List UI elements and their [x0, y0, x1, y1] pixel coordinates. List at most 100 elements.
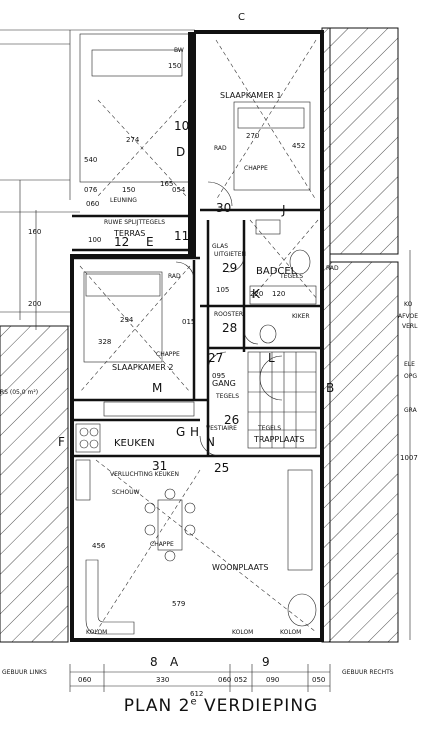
- dim-090: 090: [266, 676, 279, 684]
- interior-walls: [72, 208, 322, 458]
- plan-title-sup: e: [190, 696, 198, 708]
- label-uitgiet: UITGIETEN: [214, 251, 246, 258]
- label-slaapkamer2: SLAAPKAMER 2: [112, 363, 173, 372]
- label-schouw: SCHOUW: [112, 489, 140, 496]
- note-verl: VERL: [402, 323, 418, 330]
- label-rooster: ROOSTER: [214, 311, 243, 318]
- plan-title-floor: VERDIEPING: [204, 696, 319, 716]
- room-number-27: 27: [208, 351, 223, 365]
- dim-060b: 060: [78, 676, 91, 684]
- existing-outlines: [0, 29, 195, 327]
- dim-274: 274: [126, 136, 140, 144]
- grid-label-n: N: [206, 435, 215, 449]
- room-number-28: 28: [222, 321, 237, 335]
- label-glas: GLAS: [212, 243, 228, 250]
- bed-slaapkamer1: [233, 101, 311, 191]
- label-tegels2: TEGELS: [215, 393, 239, 400]
- plan-title-main: PLAN 2: [123, 696, 191, 716]
- label-kiker: KIKER: [292, 313, 310, 320]
- label-kolom-right: KOLOM: [280, 629, 301, 636]
- label-chappe2: CHAPPE: [156, 351, 180, 358]
- dimension-lines: [35, 210, 411, 692]
- room-number-25: 25: [214, 461, 229, 475]
- bath-fixtures: [249, 219, 317, 344]
- room-number-12: 12: [114, 235, 129, 249]
- dim-1007: 1007: [400, 454, 418, 462]
- dim-052: 052: [234, 676, 247, 684]
- label-tegels1: TEGELS: [279, 273, 303, 280]
- label-bw: BW: [174, 47, 184, 54]
- label-rad3: RAD: [326, 265, 339, 272]
- note-rs: RS (05,0 m²): [0, 389, 38, 396]
- dining-table: [144, 488, 196, 562]
- staircase: [247, 351, 317, 449]
- dim-579: 579: [172, 600, 185, 608]
- dim-294: 294: [120, 316, 134, 324]
- dim-540: 540: [84, 156, 97, 164]
- grid-label-h: H: [190, 425, 199, 439]
- room-number-29: 29: [222, 261, 237, 275]
- note-ko: KO: [404, 301, 413, 308]
- dim-220: 220: [250, 290, 263, 298]
- dim-060: 060: [86, 200, 99, 208]
- grid-label-c: C: [238, 12, 245, 23]
- room-number-26: 26: [224, 413, 239, 427]
- label-terras: TERRAS: [113, 229, 145, 238]
- grid-label-g: G: [176, 425, 185, 439]
- dim-200: 200: [28, 300, 41, 308]
- grid-label-e: E: [146, 235, 154, 249]
- grid-label-k: K: [252, 287, 261, 301]
- door-swings: [175, 181, 259, 457]
- grid-label-d: D: [176, 145, 185, 159]
- plan-title: PLAN 2e VERDIEPING: [96, 696, 346, 716]
- sofa: [85, 469, 317, 635]
- note-opg: OPG: [404, 373, 417, 380]
- dim-452: 452: [292, 142, 305, 150]
- dim-612: 612: [190, 690, 203, 698]
- kitchen-counter: [75, 401, 195, 501]
- note-afvoe: AFVOE: [398, 313, 418, 320]
- dashed-lines: [79, 39, 319, 633]
- room-number-10: 10: [174, 119, 189, 133]
- dim-050: 050: [312, 676, 325, 684]
- label-gebuur-rechts: GEBUUR RECHTS: [342, 669, 394, 676]
- dim-054: 054: [172, 186, 186, 194]
- dim-270: 270: [246, 132, 259, 140]
- dim-015: 015: [182, 318, 195, 326]
- dim-100: 100: [88, 236, 101, 244]
- label-woonplaats: WOONPLAATS: [212, 563, 268, 572]
- label-gebuur-links: GEBUUR LINKS: [2, 669, 47, 676]
- label-tegels-ruwe: RUWE SPLIJTTEGELS: [104, 219, 165, 226]
- label-rad1: RAD: [214, 145, 227, 152]
- room-number-11: 11: [174, 229, 189, 243]
- label-kolom-left: KOLOM: [86, 629, 107, 636]
- grid-label-8: 8: [150, 655, 158, 669]
- dim-165: 165: [160, 180, 173, 188]
- label-vestiaire: VESTIAIRE: [206, 425, 237, 432]
- dim-076: 076: [84, 186, 98, 194]
- grid-label-j: J: [281, 203, 286, 217]
- label-keuken: KEUKEN: [114, 438, 155, 449]
- dim-105: 105: [216, 286, 229, 294]
- label-chappe1: CHAPPE: [244, 165, 268, 172]
- neighbour-left-hatch: [0, 325, 69, 643]
- label-leuning: LEUNING: [110, 197, 137, 204]
- grid-label-f: F: [58, 435, 65, 449]
- dim-150b: 150: [122, 186, 135, 194]
- label-kolom-mid: KOLOM: [232, 629, 253, 636]
- dim-328: 328: [98, 338, 111, 346]
- label-rad2: RAD: [168, 273, 181, 280]
- grid-label-l: L: [268, 351, 275, 365]
- room-number-30: 30: [216, 201, 231, 215]
- label-badcel: BADCEL: [256, 266, 297, 277]
- dim-150: 150: [168, 62, 181, 70]
- note-ele: ELE: [404, 361, 415, 368]
- grid-label-b: B: [326, 381, 334, 395]
- dim-120: 120: [272, 290, 285, 298]
- grid-label-a: A: [170, 655, 179, 669]
- label-verlichting: VERLUCHTING KEUKEN: [110, 471, 179, 478]
- grid-label-9: 9: [262, 655, 270, 669]
- neighbour-right-hatch-bottom: [329, 261, 399, 643]
- exterior-walls: [70, 30, 324, 642]
